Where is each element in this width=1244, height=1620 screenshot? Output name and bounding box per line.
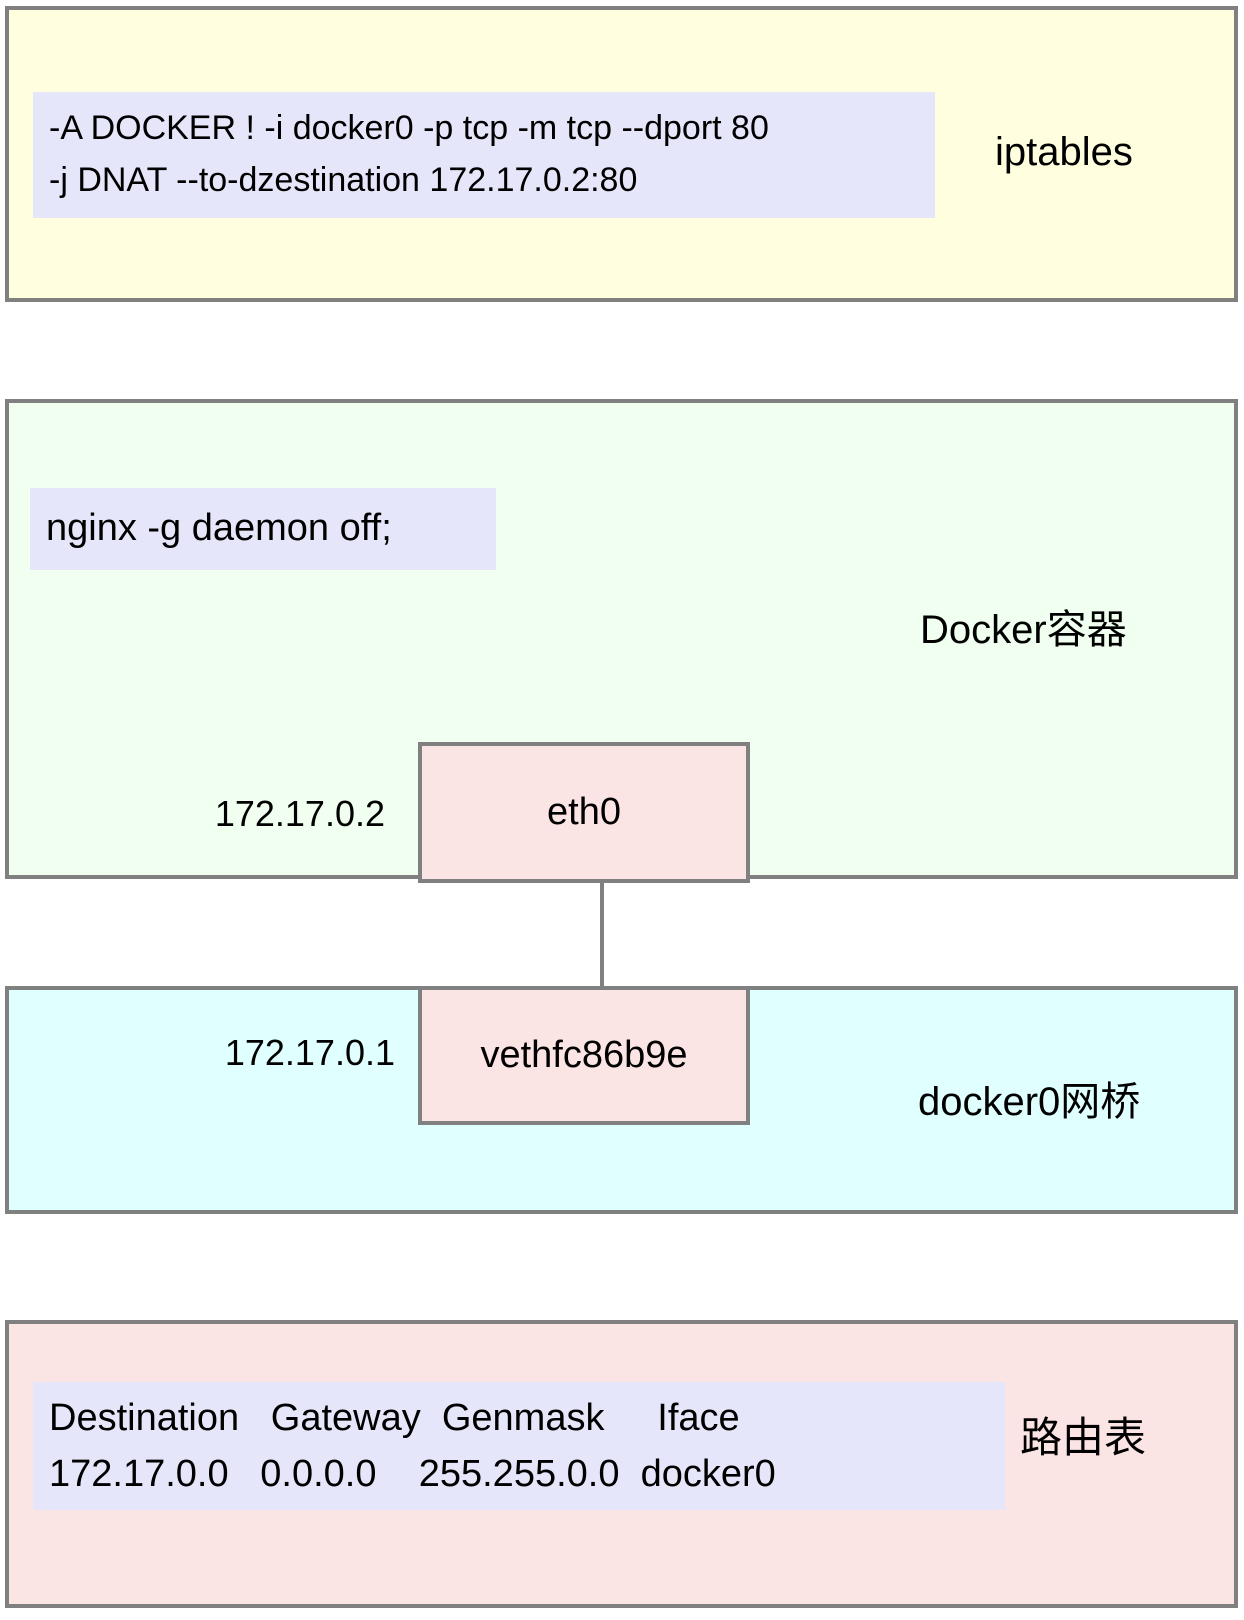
iptables-rule-panel: -A DOCKER ! -i docker0 -p tcp -m tcp --d…: [33, 92, 935, 218]
iptables-rule-line-2: -j DNAT --to-dzestination 172.17.0.2:80: [49, 161, 638, 199]
nginx-command-panel: nginx -g daemon off;: [30, 488, 496, 570]
iptables-rule-line-1: -A DOCKER ! -i docker0 -p tcp -m tcp --d…: [49, 109, 769, 148]
route-table-headers: Destination Gateway Genmask Iface: [49, 1396, 740, 1439]
iptables-label: iptables: [995, 130, 1133, 174]
route-table-label: 路由表: [1020, 1414, 1147, 1461]
veth-pair-connector-line: [600, 879, 604, 989]
route-table-row: 172.17.0.0 0.0.0.0 255.255.0.0 docker0: [49, 1453, 776, 1495]
route-table-panel: Destination Gateway Genmask Iface 172.17.…: [33, 1382, 1005, 1510]
veth-ip-label: 172.17.0.1: [224, 1032, 395, 1073]
eth0-interface-box: eth0: [418, 742, 750, 883]
docker0-bridge-label: docker0网桥: [918, 1080, 1141, 1124]
veth-interface-box: vethfc86b9e: [418, 986, 750, 1125]
eth0-ip-label: 172.17.0.2: [214, 793, 385, 834]
docker-container-label: Docker容器: [920, 608, 1127, 652]
